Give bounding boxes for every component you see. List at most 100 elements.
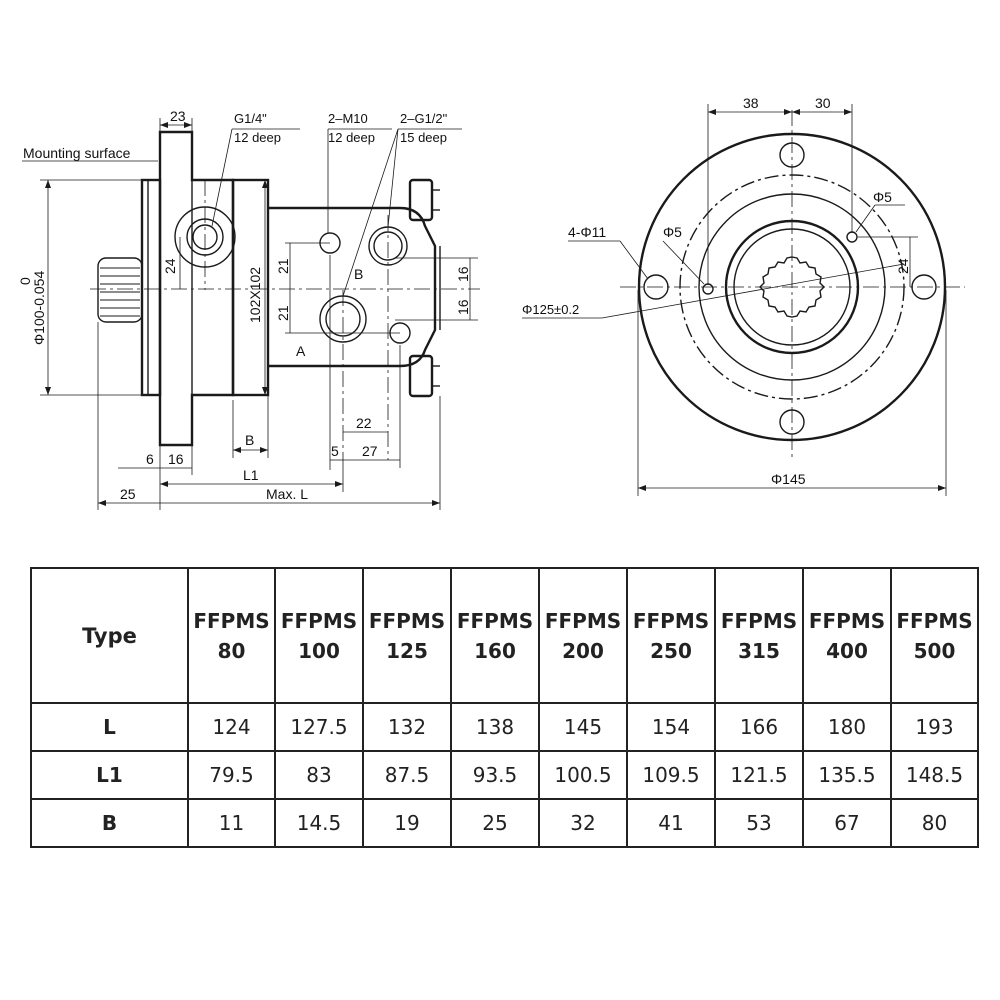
dim-21-bottom: 21 <box>275 305 291 321</box>
table-cell: 154 <box>626 702 716 752</box>
table-cell: 148.5 <box>890 750 979 800</box>
model-cell: FFPMS 315 <box>714 567 804 704</box>
dim-16-bottom: 16 <box>455 299 471 315</box>
dim-21-top: 21 <box>275 258 291 274</box>
row-label: B <box>30 798 189 848</box>
table-cell: 32 <box>538 798 628 848</box>
g14-depth-label: 12 deep <box>234 130 281 145</box>
phi5-hole-left <box>702 283 714 295</box>
table-cell: 41 <box>626 798 716 848</box>
m10-label: 2–M10 <box>328 111 368 126</box>
table-row-B: B 11 14.5 19 25 32 41 53 67 80 <box>30 798 979 848</box>
table-cell: 80 <box>890 798 979 848</box>
table-cell: 135.5 <box>802 750 892 800</box>
type-header: Type <box>30 567 189 704</box>
model-size: 500 <box>913 638 956 663</box>
splined-shaft <box>97 257 143 323</box>
dim-max-L: Max. L <box>266 486 308 502</box>
table-cell: 127.5 <box>274 702 364 752</box>
front-dimensions <box>522 104 947 496</box>
side-dimensions <box>22 118 478 510</box>
port-A-label: A <box>296 343 306 359</box>
phi100-label: Φ100-0.054 <box>31 271 47 345</box>
dim-38: 38 <box>743 95 759 111</box>
model-cell: FFPMS 100 <box>274 567 364 704</box>
table-cell: 19 <box>362 798 452 848</box>
model-series: FFPMS <box>368 608 446 633</box>
row-label: L1 <box>30 750 189 800</box>
dim-102x102: 102X102 <box>247 267 263 323</box>
dim-25: 25 <box>120 486 136 502</box>
table-row-L1: L1 79.5 83 87.5 93.5 100.5 109.5 121.5 1… <box>30 750 979 800</box>
dim-23: 23 <box>170 108 186 124</box>
model-series: FFPMS <box>808 608 886 633</box>
phi5-left-label: Φ5 <box>663 224 682 240</box>
table-cell: 180 <box>802 702 892 752</box>
table-cell: 109.5 <box>626 750 716 800</box>
table-cell: 93.5 <box>450 750 540 800</box>
model-series: FFPMS <box>720 608 798 633</box>
table-cell: 166 <box>714 702 804 752</box>
table-cell: 67 <box>802 798 892 848</box>
table-cell: 11 <box>187 798 276 848</box>
table-row-L: L 124 127.5 132 138 145 154 166 180 193 <box>30 702 979 752</box>
table-cell: 87.5 <box>362 750 452 800</box>
dim-24-side: 24 <box>162 258 178 274</box>
motor-housing <box>231 178 270 397</box>
end-bolt-top <box>408 178 434 222</box>
technical-drawing: Mounting surface 23 G1/4" 12 deep 2–M10 … <box>17 95 965 510</box>
model-cell: FFPMS 500 <box>890 567 979 704</box>
model-cell: FFPMS 160 <box>450 567 540 704</box>
table-cell: 145 <box>538 702 628 752</box>
model-size: 315 <box>738 638 780 663</box>
dim-B-label: B <box>245 432 254 448</box>
spline-profile <box>759 256 825 318</box>
dim-30: 30 <box>815 95 831 111</box>
model-size: 400 <box>826 638 868 663</box>
model-series: FFPMS <box>632 608 710 633</box>
model-size: 100 <box>298 638 340 663</box>
model-size: 200 <box>562 638 604 663</box>
g12-label: 2–G1/2" <box>400 111 448 126</box>
model-cell: FFPMS 400 <box>802 567 892 704</box>
table-cell: 14.5 <box>274 798 364 848</box>
phi145-label: Φ145 <box>771 471 806 487</box>
4phi11-label: 4-Φ11 <box>568 224 606 240</box>
model-size: 125 <box>386 638 428 663</box>
table-cell: 138 <box>450 702 540 752</box>
row-label: L <box>30 702 189 752</box>
table-cell: 193 <box>890 702 979 752</box>
table-cell: 124 <box>187 702 276 752</box>
dim-27: 27 <box>362 443 378 459</box>
table-cell: 121.5 <box>714 750 804 800</box>
table-cell: 83 <box>274 750 364 800</box>
mounting-surface-label: Mounting surface <box>23 145 131 161</box>
model-series: FFPMS <box>456 608 534 633</box>
dim-5: 5 <box>331 443 339 459</box>
phi100-upper: 0 <box>17 277 33 285</box>
table-cell: 79.5 <box>187 750 276 800</box>
table-cell: 132 <box>362 702 452 752</box>
m10-depth-label: 12 deep <box>328 130 375 145</box>
model-size: 250 <box>650 638 692 663</box>
dim-16-top: 16 <box>455 266 471 282</box>
g14-label: G1/4" <box>234 111 267 126</box>
model-cell: FFPMS 250 <box>626 567 716 704</box>
table-cell: 100.5 <box>538 750 628 800</box>
phi5-right-label: Φ5 <box>873 189 892 205</box>
side-view: Mounting surface 23 G1/4" 12 deep 2–M10 … <box>17 108 480 510</box>
pilot-diameter <box>140 178 162 397</box>
model-series: FFPMS <box>280 608 358 633</box>
table-cell: 25 <box>450 798 540 848</box>
table-cell: 53 <box>714 798 804 848</box>
dim-24-front: 24 <box>895 258 911 274</box>
model-series: FFPMS <box>896 608 973 633</box>
end-bolt-bottom <box>408 354 434 398</box>
model-size: 160 <box>474 638 516 663</box>
phi125-label: Φ125±0.2 <box>522 302 579 317</box>
side-labels: Mounting surface 23 G1/4" 12 deep 2–M10 … <box>17 108 471 502</box>
dim-L1: L1 <box>243 467 259 483</box>
